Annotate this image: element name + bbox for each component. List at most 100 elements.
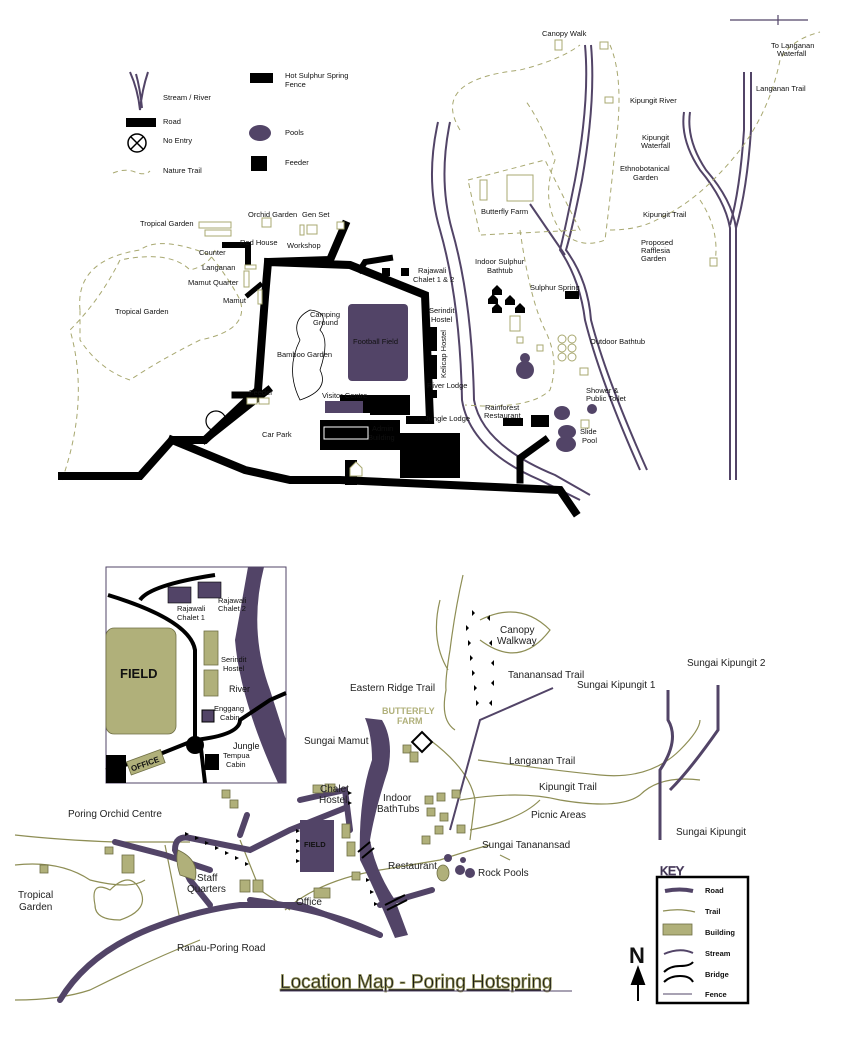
inset-map: FIELD OFFICE Rajawali Chalet 1 Rajawali …: [105, 566, 287, 784]
label: Visitor Centre: [322, 391, 367, 400]
label: Canopy Walk: [542, 29, 587, 38]
label: Kelicap Hostel: [439, 330, 448, 378]
rajawali-chalet-1: [382, 268, 390, 276]
label: Tropical Garden: [115, 307, 169, 316]
label: Mamut Quarter: [188, 278, 239, 287]
label: Admin: [372, 424, 393, 433]
label: Camping: [310, 310, 340, 319]
top-map-labels: Canopy Walk To Langanan Waterfall Langan…: [115, 29, 814, 445]
label: Langanan Trail: [509, 756, 575, 767]
serindit-hostel-building: [430, 327, 437, 351]
label: Ranau-Poring Road: [177, 943, 265, 954]
label: Tropical Garden: [140, 219, 194, 228]
label: Garden: [633, 173, 658, 182]
rainforest-restaurant-building: [503, 418, 523, 426]
label: Enggang: [214, 704, 244, 713]
label: Garden: [641, 254, 666, 263]
label: Jungle Lodge: [425, 414, 470, 423]
label: Hostel: [223, 664, 245, 673]
inset-field-label: FIELD: [120, 666, 158, 681]
label: Football Field: [353, 337, 398, 346]
label: Sulphur Spring: [530, 283, 580, 292]
label: Poring Orchid Centre: [68, 809, 162, 820]
label: Staff: [197, 873, 218, 884]
label: Tananansad Trail: [508, 670, 584, 681]
label: Cabin: [220, 713, 240, 722]
label: Rajawali: [418, 266, 447, 275]
roads: [58, 219, 581, 518]
top-map: Canopy Walk To Langanan Waterfall Langan…: [58, 29, 821, 518]
label: Kipungit Trail: [643, 210, 687, 219]
fence-legend-icon: [250, 73, 273, 83]
small-buildings: [198, 39, 718, 429]
label: Restaurant: [484, 411, 522, 420]
label: Workshop: [287, 241, 321, 250]
label: Langanan Trail: [756, 84, 806, 93]
key-fence-label: Fence: [705, 990, 727, 999]
label: Outdoor Bathtub: [590, 337, 645, 346]
field: [105, 627, 177, 735]
label: Chalet: [320, 784, 349, 795]
sungai-mamut-river: [359, 718, 408, 938]
legend-fence-label-2: Fence: [285, 80, 306, 89]
legend-pools-label: Pools: [285, 128, 304, 137]
label: Walkway: [497, 636, 537, 647]
label: Car Park: [262, 430, 292, 439]
label: Shower &: [586, 386, 619, 395]
bottom-map: FIELD Poring Orchid Centre: [14, 574, 766, 1003]
key-title: KEY: [660, 864, 684, 878]
label: Serindit: [221, 655, 247, 664]
bottom-field: [300, 820, 334, 872]
label: Rock Pools: [478, 868, 529, 879]
key-trail-label: Trail: [705, 907, 720, 916]
road-legend-icon: [126, 118, 156, 127]
label: To Langanan: [771, 41, 814, 50]
label: Canopy: [500, 625, 534, 636]
label: Slide: [580, 427, 597, 436]
rajawali-chalet-2: [401, 268, 409, 276]
label: Bamboo Garden: [277, 350, 332, 359]
key-stream-label: Stream: [705, 949, 731, 958]
label: Pool: [582, 436, 597, 445]
rock-pools: [444, 854, 475, 878]
label: Counter: [199, 248, 226, 257]
label: Langanan: [202, 263, 235, 272]
label: Rajawali: [177, 604, 206, 613]
butterfly-farm-marker: [410, 730, 434, 754]
key-road-icon: [664, 887, 694, 893]
label: Sungai Tananansad: [482, 840, 570, 851]
legend-road-label: Road: [163, 117, 181, 126]
butterfly-farm-building: [506, 174, 534, 202]
river: [235, 567, 286, 783]
sulphur-spring-fence: [565, 291, 579, 299]
label: Ground: [313, 318, 338, 327]
label: Bathtub: [487, 266, 513, 275]
label: Kipungit Trail: [539, 782, 597, 793]
label: BUTTERFLY: [382, 706, 435, 716]
label: Restaurant: [388, 861, 437, 872]
label: Jungle: [233, 741, 260, 751]
nature-trails: [61, 31, 821, 481]
label: Quarters: [187, 884, 226, 895]
bottom-field-label: FIELD: [304, 840, 326, 849]
admin-building: [323, 426, 369, 440]
label: Serindit: [429, 306, 455, 315]
label: Cabin: [226, 760, 246, 769]
label: Eastern Ridge Trail: [350, 683, 435, 694]
label: Rafflesia: [641, 246, 671, 255]
feeder-legend-icon: [251, 156, 267, 171]
label: Ethnobotanical: [620, 164, 670, 173]
river-lodge-building: [431, 390, 437, 398]
legend-feeder-label: Feeder: [285, 158, 309, 167]
label: Hostel: [319, 795, 347, 806]
key-building-label: Building: [705, 928, 735, 937]
label: Kipungit: [642, 133, 670, 142]
label: Tropical: [18, 890, 53, 901]
label: FARM: [397, 716, 423, 726]
label: Feeder: [249, 388, 273, 397]
label: Mamut: [223, 296, 247, 305]
label: Butterfly Farm: [481, 207, 528, 216]
bottom-map-labels: Poring Orchid Centre Tropical Garden Sta…: [18, 625, 766, 954]
football-field: [348, 304, 408, 381]
